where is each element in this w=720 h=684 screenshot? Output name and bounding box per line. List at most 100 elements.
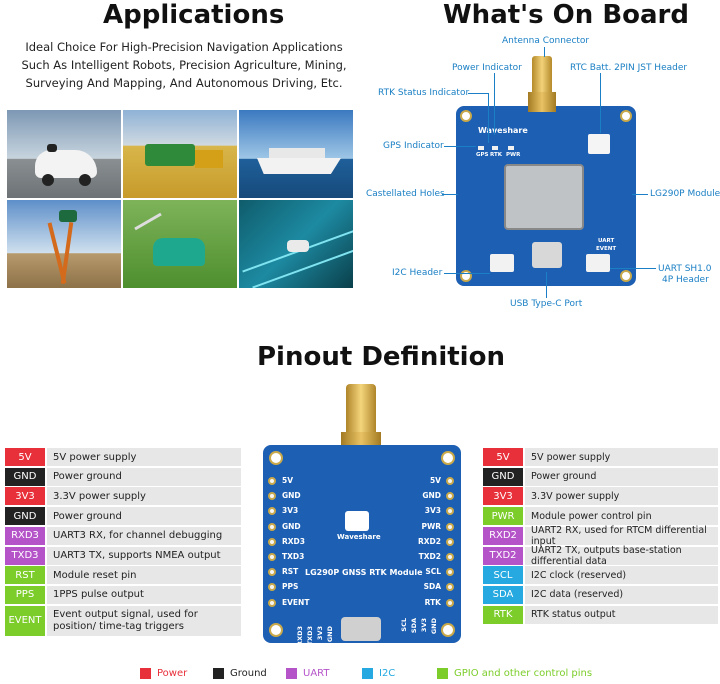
callout-rtc: RTC Batt. 2PIN JST Header (570, 63, 688, 73)
board-bottom-label-left: GND (326, 626, 334, 643)
board-pad (268, 537, 276, 546)
board-pin-label-left: 3V3 (282, 506, 299, 516)
board-pin-label-right: RXD2 (417, 536, 441, 546)
pinout-heading: Pinout Definition (257, 342, 505, 372)
photo-surveying (7, 200, 121, 288)
board-pad (446, 568, 454, 577)
legend-item: I2C (362, 668, 395, 679)
pin-tag: RST (5, 566, 45, 585)
pin-tag: SDA (483, 585, 523, 604)
callout-uart-1: UART SH1.0 (658, 264, 712, 274)
pin-description: UART2 TX, outputs base-station different… (525, 545, 718, 567)
pin-description: UART2 RX, used for RTCM differential inp… (525, 525, 718, 547)
legend-item: Power (140, 668, 187, 679)
pin-tag: 5V (483, 448, 523, 466)
board-bottom-label-right: SDA (410, 618, 418, 634)
usb-c-port (532, 242, 562, 268)
board-pin-label-left: 5V (282, 476, 294, 485)
pinout-usb-c (341, 617, 381, 641)
legend-swatch (437, 668, 448, 679)
board-pad (446, 537, 454, 546)
board-pad (446, 477, 454, 485)
board-pin-label-right: RTK (424, 597, 441, 607)
board-pin-label-right: SCL (425, 567, 441, 577)
pin-tag: GND (5, 467, 45, 486)
i2c-header (490, 254, 514, 272)
board-pin-label-left: RXD3 (282, 536, 306, 546)
rtk-led (492, 146, 498, 150)
pin-description: Module power control pin (525, 507, 718, 526)
gps-led (478, 146, 484, 150)
board-pad (268, 492, 276, 501)
pin-tag: RXD3 (5, 526, 45, 545)
board-pin-label-left: GND (282, 521, 301, 531)
pin-tag: RXD2 (483, 526, 523, 545)
board-pin-label-left: RST (282, 567, 299, 577)
legend-label: GPIO and other control pins (454, 668, 593, 679)
pin-tag: PPS (5, 585, 45, 604)
callout-uart-2: 4P Header (662, 275, 709, 285)
application-photos (7, 110, 353, 288)
board-pin-label-left: GND (282, 491, 301, 501)
pin-description: 3.3V power supply (47, 487, 241, 506)
legend-item: UART (286, 668, 330, 679)
pin-tag: PWR (483, 507, 523, 526)
pin-description: UART3 RX, for channel debugging (47, 526, 241, 545)
rtc-jst-header (588, 134, 610, 154)
legend-label: Power (157, 668, 188, 679)
callout-usb: USB Type-C Port (510, 299, 583, 309)
legend-swatch (213, 668, 224, 679)
photo-robot-mower (123, 200, 237, 288)
pin-tag: 3V3 (5, 487, 45, 506)
uart-header (586, 254, 610, 272)
board-pad (446, 492, 454, 501)
legend-item: GPIO and other control pins (437, 668, 592, 679)
pin-tag: EVENT (5, 605, 45, 636)
callout-gps: GPS Indicator (383, 141, 444, 151)
onboard-label-uart: UART (598, 238, 615, 244)
lg290p-module-chip (504, 164, 584, 230)
pin-description: 1PPS pulse output (47, 585, 241, 604)
photo-agriculture (123, 110, 237, 198)
callout-i2c: I2C Header (392, 268, 443, 278)
callout-rtk: RTK Status Indicator (378, 88, 470, 98)
pinout-brand: Waveshare (337, 533, 381, 541)
board-pad (446, 522, 454, 531)
board-bottom-label-left: TXD3 (306, 626, 314, 646)
board-pad (268, 568, 276, 577)
board-bottom-label-left: RXD3 (296, 626, 304, 646)
photo-self-driving-car (7, 110, 121, 198)
onboard-heading: What's On Board (443, 0, 689, 30)
board-bottom-label-right: 3V3 (420, 618, 428, 633)
board-pin-label-left: TXD3 (282, 552, 305, 561)
board-pad (268, 598, 276, 607)
pin-description: RTK status output (525, 605, 718, 624)
legend-swatch (140, 668, 151, 679)
board-pad (268, 477, 276, 485)
onboard-label-pwr: PWR (506, 152, 521, 158)
legend-item: Ground (213, 668, 267, 679)
applications-heading: Applications (103, 0, 285, 30)
pinout-logo (345, 511, 369, 531)
pin-description: I2C data (reserved) (525, 585, 718, 604)
pin-description: Power ground (47, 507, 241, 526)
board-pin-label-right: 5V (429, 476, 441, 485)
onboard-label-event: EVENT (596, 246, 617, 252)
pin-description: I2C clock (reserved) (525, 566, 718, 585)
board-pad (268, 507, 276, 516)
callout-power: Power Indicator (452, 63, 522, 73)
pin-tag: RTK (483, 605, 523, 624)
photo-ship (239, 110, 353, 198)
pin-description: Power ground (47, 467, 241, 486)
board-pin-label-left: PPS (282, 582, 299, 592)
